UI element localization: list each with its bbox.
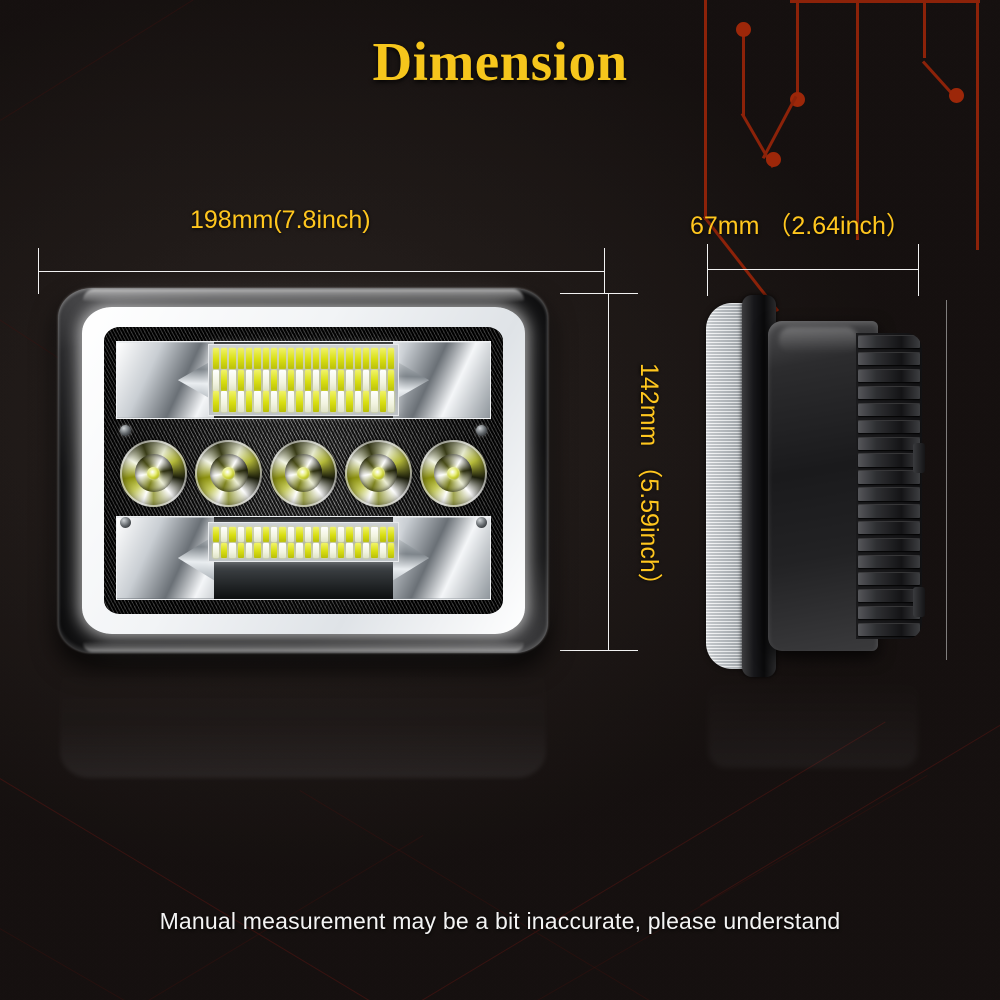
heat-sink-fin bbox=[858, 555, 920, 569]
led-row bbox=[212, 369, 396, 391]
heat-sink-fin bbox=[858, 454, 920, 467]
projector-lens bbox=[419, 439, 488, 508]
heat-sink-fin bbox=[858, 471, 920, 484]
led-row bbox=[212, 526, 396, 542]
measurement-disclaimer: Manual measurement may be a bit inaccura… bbox=[159, 908, 841, 934]
housing-screw bbox=[119, 516, 131, 528]
heat-sink-fin bbox=[858, 522, 920, 535]
front-width-label: 198mm(7.8inch) bbox=[190, 206, 371, 234]
front-height-label: 142mm （5.59inch） bbox=[635, 363, 663, 598]
bottom-led-strip bbox=[207, 522, 400, 563]
projector-lens bbox=[119, 439, 188, 508]
side-depth-label: 67mm （2.64inch） bbox=[690, 212, 911, 240]
housing-screw bbox=[476, 516, 488, 528]
page-title: Dimension bbox=[372, 31, 628, 92]
heat-sink-fin bbox=[858, 403, 920, 416]
heat-sink-fin bbox=[858, 336, 920, 349]
heat-sink-fin bbox=[858, 488, 920, 501]
lens-interior bbox=[104, 327, 503, 614]
bezel-bottom-highlight bbox=[82, 641, 524, 652]
heat-sink-fin bbox=[858, 606, 920, 620]
top-led-strip bbox=[207, 344, 400, 416]
housing-screw bbox=[119, 424, 131, 436]
led-row bbox=[212, 391, 396, 413]
projector-lens-row bbox=[119, 430, 488, 516]
housing-screw bbox=[476, 424, 488, 436]
background-circuit-traces bbox=[670, 0, 1000, 312]
heat-sink-fin bbox=[858, 420, 920, 433]
mounting-tab bbox=[913, 587, 925, 617]
product-side-view bbox=[706, 295, 925, 677]
projector-lens bbox=[344, 439, 413, 508]
mounting-tab bbox=[913, 443, 925, 473]
heat-sink-fin bbox=[858, 539, 920, 552]
front-view-reflection bbox=[60, 660, 546, 778]
headlight-bezel bbox=[58, 288, 548, 653]
heat-sink-fin bbox=[858, 623, 920, 636]
projector-lens bbox=[269, 439, 338, 508]
heat-sink-fin bbox=[858, 352, 920, 366]
led-row bbox=[212, 542, 396, 558]
led-row bbox=[212, 347, 396, 369]
heat-sink-fin bbox=[858, 572, 920, 586]
projector-lens bbox=[194, 439, 263, 508]
heat-sink-fin bbox=[858, 386, 920, 400]
side-view-reflection bbox=[708, 678, 918, 768]
heat-sink-fin bbox=[858, 437, 920, 450]
bezel-top-highlight bbox=[82, 289, 524, 303]
halo-drl-ring bbox=[82, 307, 525, 634]
heat-sink-fin bbox=[858, 369, 920, 383]
product-front-view bbox=[58, 288, 548, 653]
side-guide-line bbox=[946, 300, 947, 660]
heat-sink-fin bbox=[858, 505, 920, 518]
heat-sink-fin bbox=[858, 589, 920, 603]
heat-sink-fins bbox=[856, 333, 922, 639]
